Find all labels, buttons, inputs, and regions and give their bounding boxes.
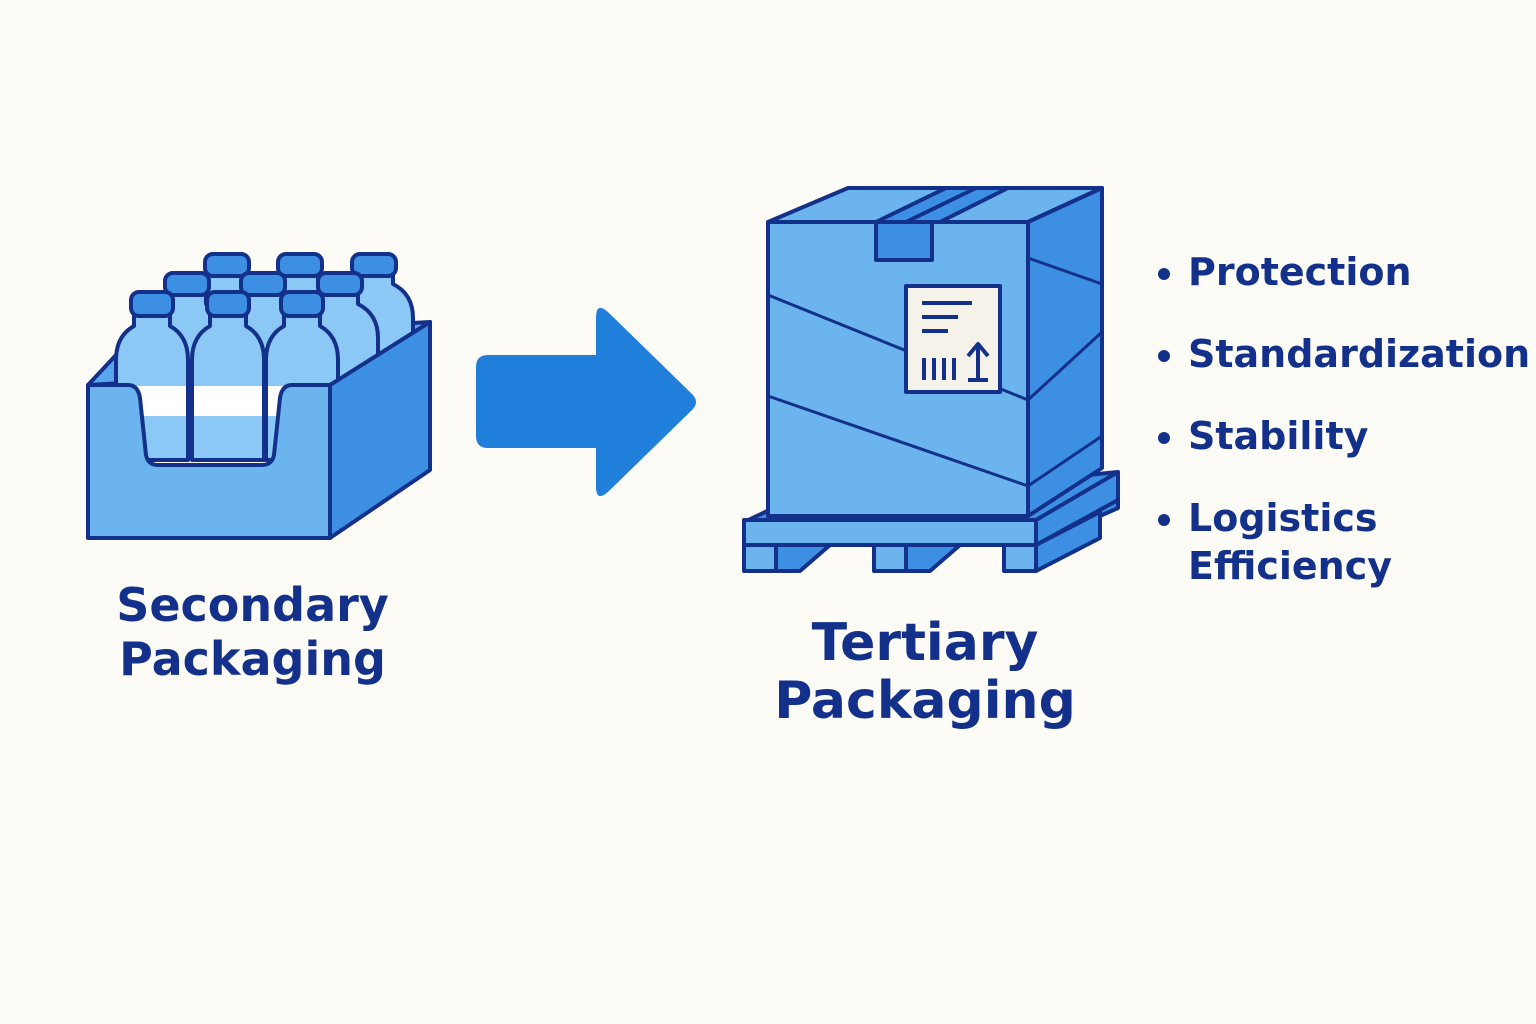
benefit-item-protection: Protection: [1156, 248, 1530, 296]
tertiary-label-line1: Tertiary: [811, 613, 1039, 673]
benefit-label: Logistics Efficiency: [1188, 494, 1508, 590]
benefit-item-stability: Stability: [1156, 412, 1530, 460]
benefits-list: Protection Standardization Stability Log…: [1156, 248, 1530, 590]
benefit-label: Standardization: [1188, 332, 1531, 376]
bullet-icon: [1158, 350, 1170, 362]
bullet-icon: [1158, 432, 1170, 444]
secondary-packaging-label: Secondary Packaging: [60, 578, 445, 686]
benefit-item-standardization: Standardization: [1156, 330, 1530, 378]
tertiary-label-line2: Packaging: [774, 671, 1076, 731]
benefit-label-line1: Logistics: [1188, 496, 1378, 540]
benefit-label: Protection: [1188, 250, 1412, 294]
benefit-label-line2: Efficiency: [1188, 544, 1393, 588]
palletized-box-icon: [742, 186, 1120, 573]
bottle-crate-icon: [86, 252, 432, 540]
benefit-item-logistics-efficiency: Logistics Efficiency: [1156, 494, 1530, 590]
right-arrow-icon: [476, 307, 696, 497]
shipping-label-icon: [904, 284, 1002, 394]
secondary-label-line1: Secondary: [116, 578, 389, 632]
benefit-label: Stability: [1188, 414, 1369, 458]
bullet-icon: [1158, 514, 1170, 526]
bullet-icon: [1158, 268, 1170, 280]
secondary-label-line2: Packaging: [119, 632, 386, 686]
tertiary-packaging-label: Tertiary Packaging: [720, 614, 1130, 730]
